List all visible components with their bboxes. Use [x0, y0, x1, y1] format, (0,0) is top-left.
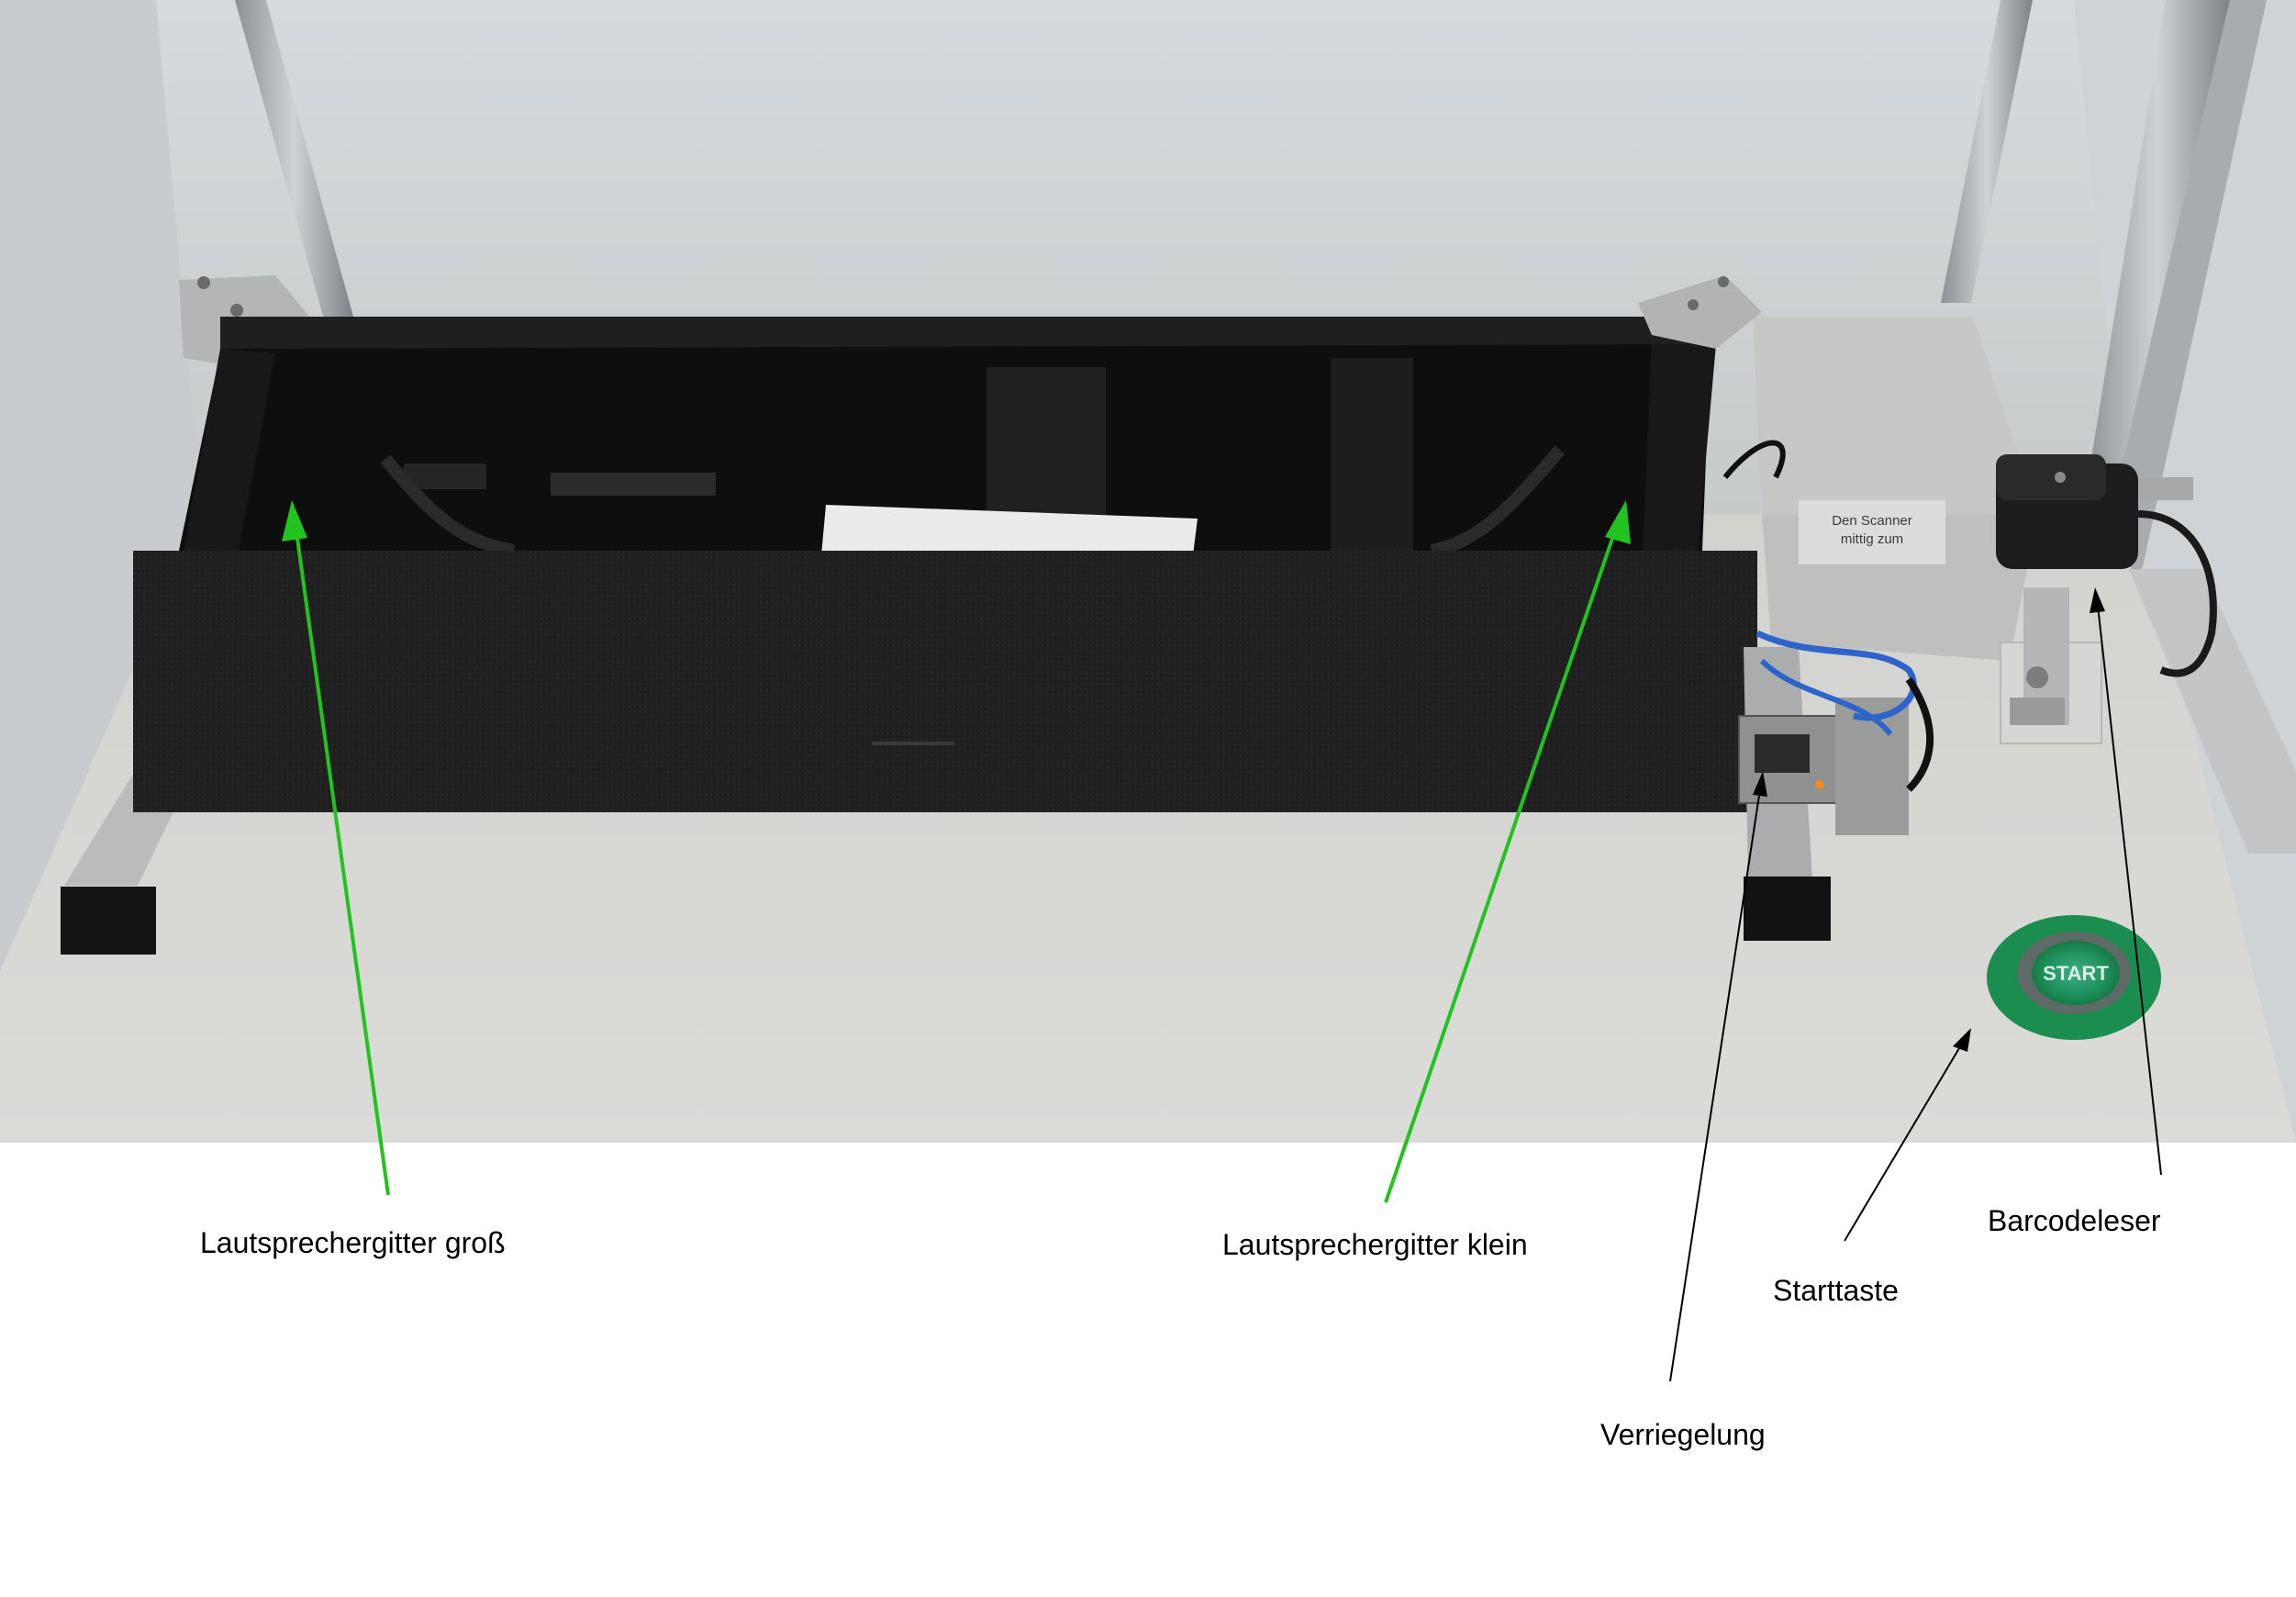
photo: Den Scanner mittig zum	[0, 0, 2296, 1143]
frame-post-left	[235, 0, 353, 326]
rail-left-cap	[61, 887, 156, 955]
scanner-sign-line1: Den Scanner	[1832, 513, 1912, 529]
cable-black	[1722, 440, 1786, 479]
callout-arrows	[282, 500, 2162, 1382]
annotation-area	[0, 1143, 2296, 1597]
frame-post-right	[2083, 0, 2230, 514]
frame-post-center-right	[1941, 0, 2033, 303]
arrow-speaker-grille-small	[1384, 500, 1631, 1203]
start-button-photo: START	[1987, 915, 2161, 1040]
arrow-start-button	[1844, 1028, 1971, 1242]
foam-box	[133, 317, 1757, 812]
label-start-button: Starttaste	[1773, 1274, 1899, 1307]
frame-post-right-inner	[2111, 0, 2267, 587]
label-speaker-grille-large: Lautsprechergitter groß	[200, 1226, 506, 1259]
rail-right-floor	[2129, 569, 2296, 854]
scanner-sign-line2: mittig zum	[1841, 531, 1903, 547]
scanner-plate	[1753, 317, 2037, 514]
arrow-barcode-reader	[2090, 587, 2162, 1176]
white-insert	[821, 505, 1198, 555]
arrow-locking	[1669, 771, 1767, 1382]
start-button-text: START	[2043, 962, 2109, 985]
scanner-sign	[1799, 500, 1945, 564]
label-barcode-reader: Barcodeleser	[1988, 1204, 2161, 1237]
arrow-speaker-grille-large	[282, 500, 390, 1196]
corner-bracket-right	[1638, 275, 1762, 349]
left-wall	[0, 0, 202, 973]
label-locking: Verriegelung	[1600, 1418, 1766, 1451]
foam-box-front	[133, 551, 1757, 812]
barcode-reader	[1996, 454, 2217, 725]
label-speaker-grille-small: Lautsprechergitter klein	[1222, 1228, 1528, 1261]
